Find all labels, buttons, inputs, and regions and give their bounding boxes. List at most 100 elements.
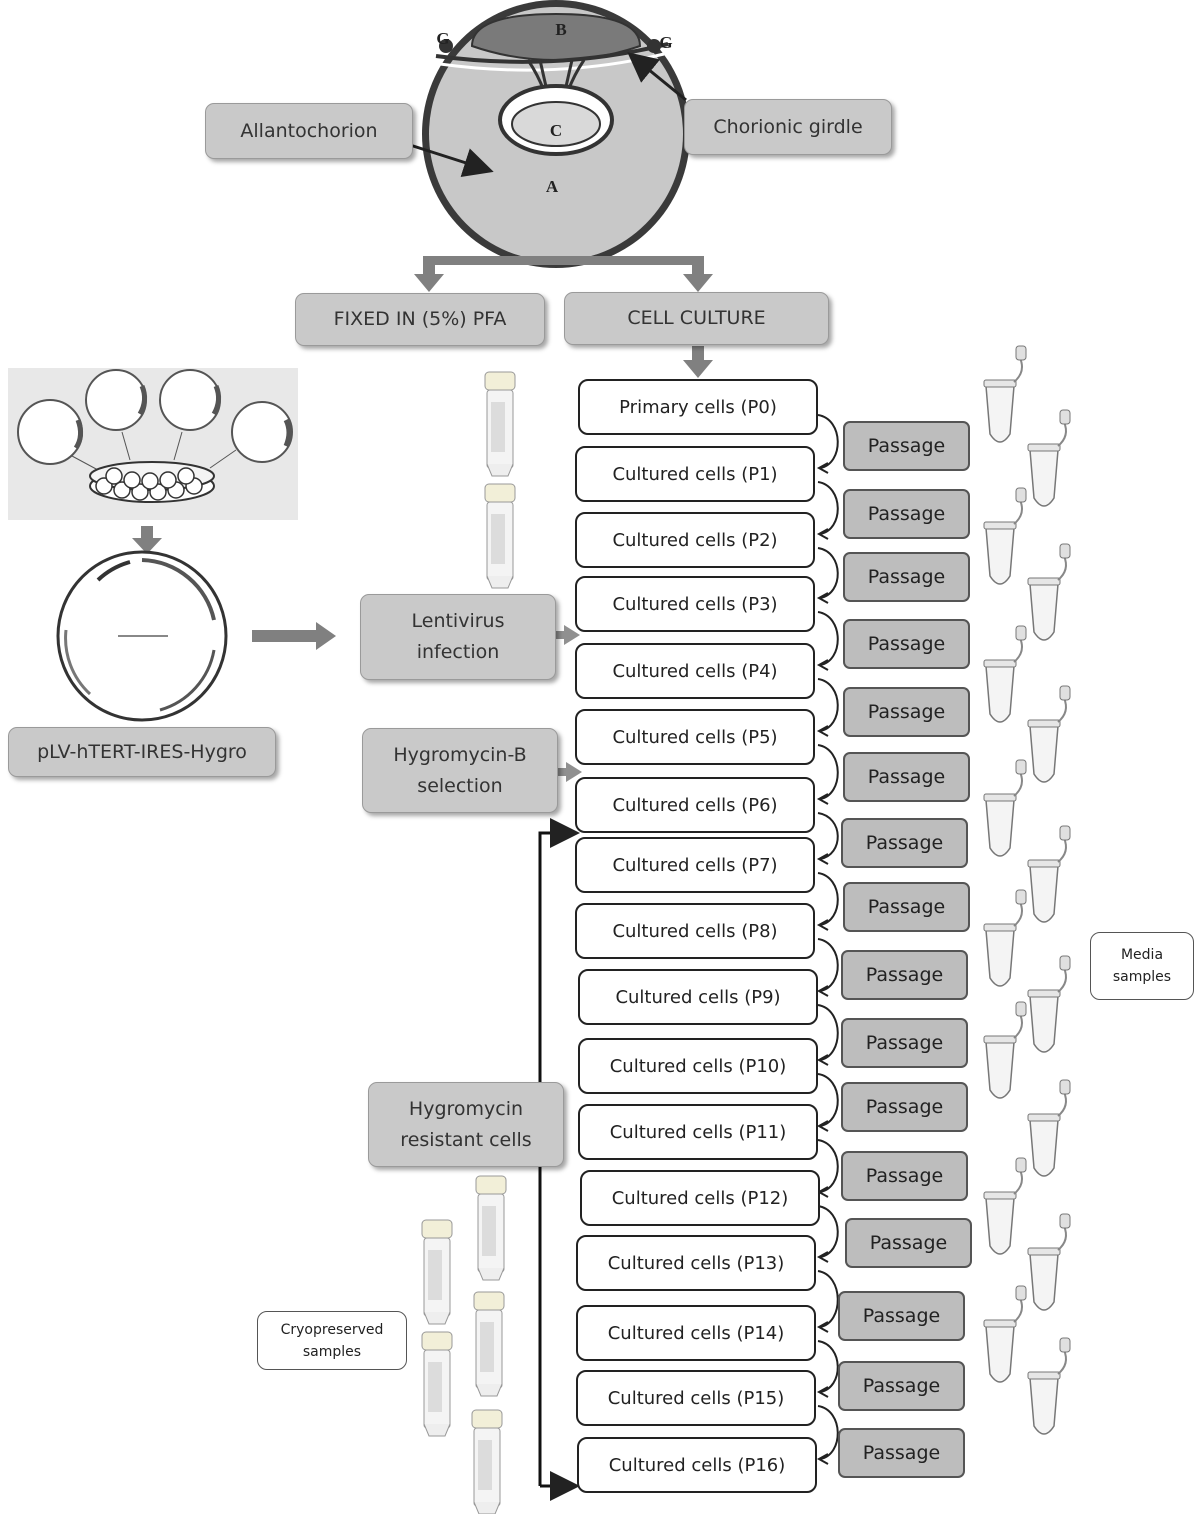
placenta-label-c: C — [550, 121, 562, 140]
cryopreserved-samples-note: Cryopreserved samples — [257, 1311, 407, 1370]
placenta-label-a: A — [546, 177, 559, 196]
cryovial-icon — [484, 371, 516, 477]
passage-loop-arrows — [816, 414, 839, 1465]
microtube-icon — [1027, 543, 1071, 641]
cultured-cells-box: Cultured cells (P5) — [575, 709, 815, 765]
allantochorion-pointer — [409, 143, 494, 177]
cultured-cells-box: Cultured cells (P9) — [578, 969, 818, 1025]
placenta-illustration — [422, 0, 690, 268]
cryo-samples-line-1: Cryopreserved — [280, 1321, 384, 1338]
passage-loop-arrowhead — [816, 1321, 829, 1333]
passage-loop-arrowhead — [816, 592, 829, 604]
hygromycin-b-line-1: Hygromycin-B — [393, 743, 527, 766]
passage-loop-arrow — [817, 1139, 839, 1193]
chorionic-girdle-label: Chorionic girdle — [684, 99, 892, 155]
microtube-icon — [983, 345, 1027, 443]
cryo-samples-line-2: samples — [302, 1343, 362, 1360]
passage-box: Passage — [841, 950, 968, 1000]
cultured-cells-box: Cultured cells (P10) — [578, 1038, 818, 1094]
resistant-line-2: resistant cells — [400, 1128, 532, 1151]
cultured-cells-box: Cultured cells (P8) — [575, 903, 815, 959]
media-samples-note: Media samples — [1090, 932, 1194, 1000]
placenta-label-g-left: G — [436, 29, 449, 48]
passage-loop-arrowhead — [816, 985, 829, 997]
plasmid-map-illustration — [56, 550, 228, 722]
passage-box: Passage — [841, 818, 968, 868]
passage-loop-arrow — [817, 744, 839, 800]
passage-loop-arrow — [817, 1205, 839, 1258]
passage-loop-arrowhead — [816, 1054, 829, 1066]
microtube-icon — [1027, 685, 1071, 783]
microtube-icon — [1027, 1079, 1071, 1177]
microtube-icon — [983, 1157, 1027, 1255]
passage-loop-arrowhead — [816, 725, 829, 737]
passage-loop-arrow — [817, 678, 839, 732]
cultured-cells-box: Cultured cells (P3) — [575, 576, 815, 632]
passage-loop-arrow — [817, 872, 839, 926]
cryovial-icon — [421, 1219, 453, 1325]
passage-loop-arrowhead — [816, 462, 829, 474]
vector-label-box: pLV-hTERT-IRES-Hygro — [8, 727, 276, 777]
passage-box: Passage — [845, 1218, 972, 1268]
placenta-label-g-right: G — [659, 33, 672, 52]
microtube-icon — [1027, 955, 1071, 1053]
passage-loop-arrowhead — [816, 1453, 829, 1465]
cryovial-icon — [473, 1291, 505, 1397]
passage-loop-arrowhead — [816, 1251, 829, 1263]
passage-loop-arrow — [817, 414, 839, 469]
passage-loop-arrow — [817, 1270, 839, 1328]
microtube-icon — [983, 625, 1027, 723]
cultured-cells-box: Cultured cells (P15) — [576, 1370, 816, 1426]
passage-loop-arrow — [817, 1405, 839, 1460]
cultured-cells-box: Cultured cells (P7) — [575, 837, 815, 893]
passage-box: Passage — [841, 1151, 968, 1201]
resistant-line-1: Hygromycin — [408, 1097, 524, 1120]
passage-box: Passage — [843, 687, 970, 737]
chorionic-girdle-pointer — [627, 52, 687, 102]
passage-box: Passage — [838, 1361, 965, 1411]
cultured-cells-box: Cultured cells (P12) — [580, 1170, 820, 1226]
hygromycin-b-selection-box: Hygromycin-B selection — [362, 728, 558, 813]
lentivirus-line-1: Lentivirus — [411, 610, 505, 632]
split-arrow — [414, 256, 713, 292]
cultured-cells-box: Cultured cells (P4) — [575, 643, 815, 699]
passage-loop-arrowhead — [816, 853, 829, 865]
microtube-icon — [1027, 1213, 1071, 1311]
passage-loop-arrow — [817, 481, 839, 535]
cultured-cells-box: Cultured cells (P11) — [578, 1104, 818, 1160]
passage-box: Passage — [841, 1018, 968, 1068]
passage-loop-arrowhead — [816, 1120, 829, 1132]
primary-cells-box: Primary cells (P0) — [578, 379, 818, 435]
fixed-pfa-box: FIXED IN (5%) PFA — [295, 293, 545, 346]
culture-down-arrow — [683, 346, 713, 378]
passage-loop-arrowhead — [816, 919, 829, 931]
passage-box: Passage — [843, 619, 970, 669]
passage-box: Passage — [843, 752, 970, 802]
cryovial-icon — [484, 483, 516, 589]
passage-loop-arrow — [817, 1340, 839, 1393]
cryovials — [421, 371, 516, 1514]
cultured-cells-box: Cultured cells (P2) — [575, 512, 815, 568]
cultured-cells-box: Cultured cells (P13) — [576, 1235, 816, 1291]
passage-loop-arrow — [817, 938, 839, 992]
microtube-icon — [983, 487, 1027, 585]
cultured-cells-box: Cultured cells (P16) — [577, 1437, 817, 1493]
passage-loop-arrow — [817, 611, 839, 666]
passage-loop-arrowhead — [816, 1386, 829, 1398]
plasmid-to-lentivirus-arrow — [252, 622, 336, 650]
passage-loop-arrow — [817, 1004, 839, 1061]
cell-culture-box: CELL CULTURE — [564, 292, 829, 345]
passage-box: Passage — [841, 1082, 968, 1132]
hygromycin-b-to-p6-arrow — [558, 762, 582, 782]
hygromycin-b-line-2: selection — [417, 774, 503, 797]
passage-box: Passage — [838, 1291, 965, 1341]
cryovial-icon — [421, 1331, 453, 1437]
placenta-label-b: B — [555, 20, 566, 39]
passage-box: Passage — [843, 421, 970, 471]
cryovial-icon — [475, 1175, 507, 1281]
lentivirus-infection-box: Lentivirus infection — [360, 594, 556, 680]
microtube-icon — [1027, 825, 1071, 923]
cryovial-icon — [471, 1409, 503, 1514]
transfection-illustration — [8, 368, 298, 520]
